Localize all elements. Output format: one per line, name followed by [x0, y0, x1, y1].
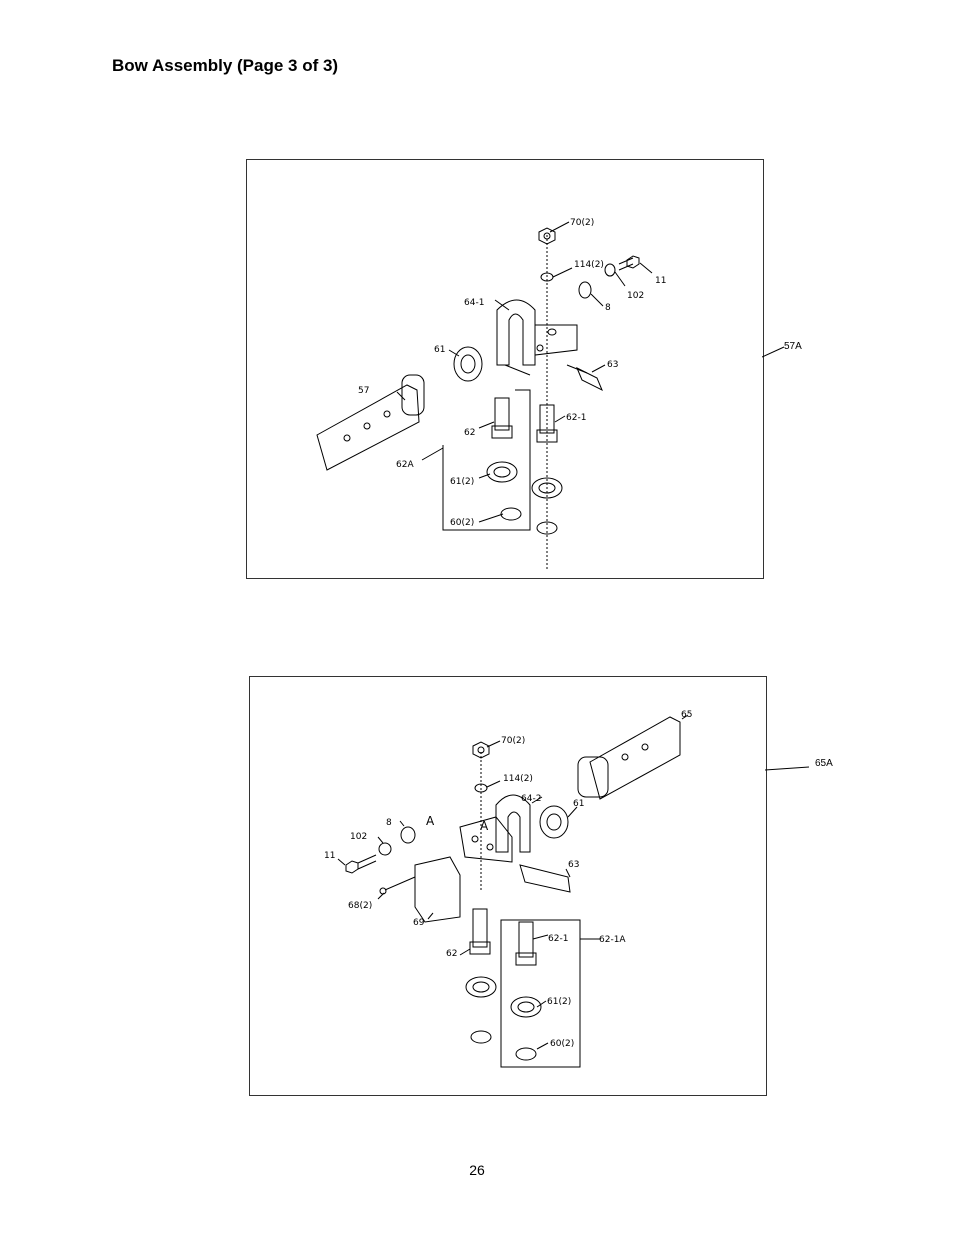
callout-70: 70(2): [501, 736, 525, 746]
pin-63: [576, 366, 603, 392]
callout-64-2: 64-2: [521, 794, 541, 804]
bearing-61-2: [510, 996, 542, 1018]
ring-60-left: [500, 507, 522, 521]
callout-61-2: 61(2): [450, 477, 474, 487]
ring-60-right: [536, 521, 558, 535]
bracket-64-2: [495, 794, 531, 853]
bow-assembly-diagram-65a: 65 70(2) 114(2) 64-2 61 8 A A 102 11 63 …: [249, 676, 767, 1096]
callout-61-2: 61(2): [547, 997, 571, 1007]
callout-64-1: 64-1: [464, 298, 484, 308]
shaft-62: [494, 397, 510, 431]
callout-60-2: 60(2): [550, 1039, 574, 1049]
callout-a-right: A: [480, 819, 489, 833]
callout-62-1: 62-1: [566, 413, 586, 423]
shaft-62: [472, 908, 488, 948]
bearing-61-left: [486, 461, 518, 483]
bearing-61: [453, 346, 483, 382]
callout-70: 70(2): [570, 218, 594, 228]
shaft-62-1: [539, 404, 555, 434]
bow-arm-57: [316, 384, 420, 471]
bolt-11: [626, 255, 640, 269]
callout-61: 61: [573, 799, 584, 809]
page-title: Bow Assembly (Page 3 of 3): [112, 56, 339, 75]
callout-61: 61: [434, 345, 445, 355]
exploded-view-65a: 65 70(2) 114(2) 64-2 61 8 A A 102 11 63 …: [324, 710, 692, 1068]
nut-70: [538, 227, 556, 245]
callout-a-left: A: [426, 814, 435, 828]
callout-8: 8: [386, 818, 392, 828]
bow-assembly-diagram-57a: 70(2) 114(2) 11 102 8 64-1 61 63 57 62 6…: [246, 159, 764, 579]
callout-62: 62: [446, 949, 457, 959]
callout-11: 11: [655, 276, 666, 286]
exploded-view-57a: 70(2) 114(2) 11 102 8 64-1 61 63 57 62 6…: [316, 218, 666, 570]
callout-60-2: 60(2): [450, 518, 474, 528]
bow-arm-65: [589, 716, 681, 800]
bearing-61-right: [531, 477, 563, 499]
leader-65a: [765, 766, 810, 771]
bolt-11: [345, 860, 359, 874]
bearing-61: [539, 805, 569, 839]
plate-69: [414, 856, 461, 923]
callout-62-1a: 62-1A: [599, 935, 626, 945]
callout-69: 69: [413, 918, 425, 928]
leader-57a: [762, 346, 785, 358]
callout-57: 57: [358, 386, 369, 396]
callout-102: 102: [627, 291, 644, 301]
washer-114: [474, 783, 488, 793]
bearing-left: [465, 976, 497, 998]
callout-114: 114(2): [574, 260, 604, 270]
callout-65: 65: [681, 710, 692, 720]
callout-63: 63: [568, 860, 579, 870]
callout-68-2: 68(2): [348, 901, 372, 911]
shaft-62-1: [518, 921, 534, 958]
callout-62a: 62A: [396, 460, 414, 470]
callout-114: 114(2): [503, 774, 533, 784]
pin-63: [519, 864, 571, 893]
callout-62: 62: [464, 428, 475, 438]
callout-102: 102: [350, 832, 367, 842]
ring-60-2: [515, 1047, 537, 1061]
callout-62-1: 62-1: [548, 934, 568, 944]
page-number: 26: [469, 1162, 485, 1178]
bracket-64-1: [496, 299, 536, 366]
callout-63: 63: [607, 360, 618, 370]
callout-8: 8: [605, 303, 611, 313]
assembly-label-57a: 57A: [784, 341, 802, 352]
nut-70: [472, 741, 490, 759]
assembly-label-65a: 65A: [815, 758, 833, 769]
callout-11: 11: [324, 851, 335, 861]
ring-left: [470, 1030, 492, 1044]
